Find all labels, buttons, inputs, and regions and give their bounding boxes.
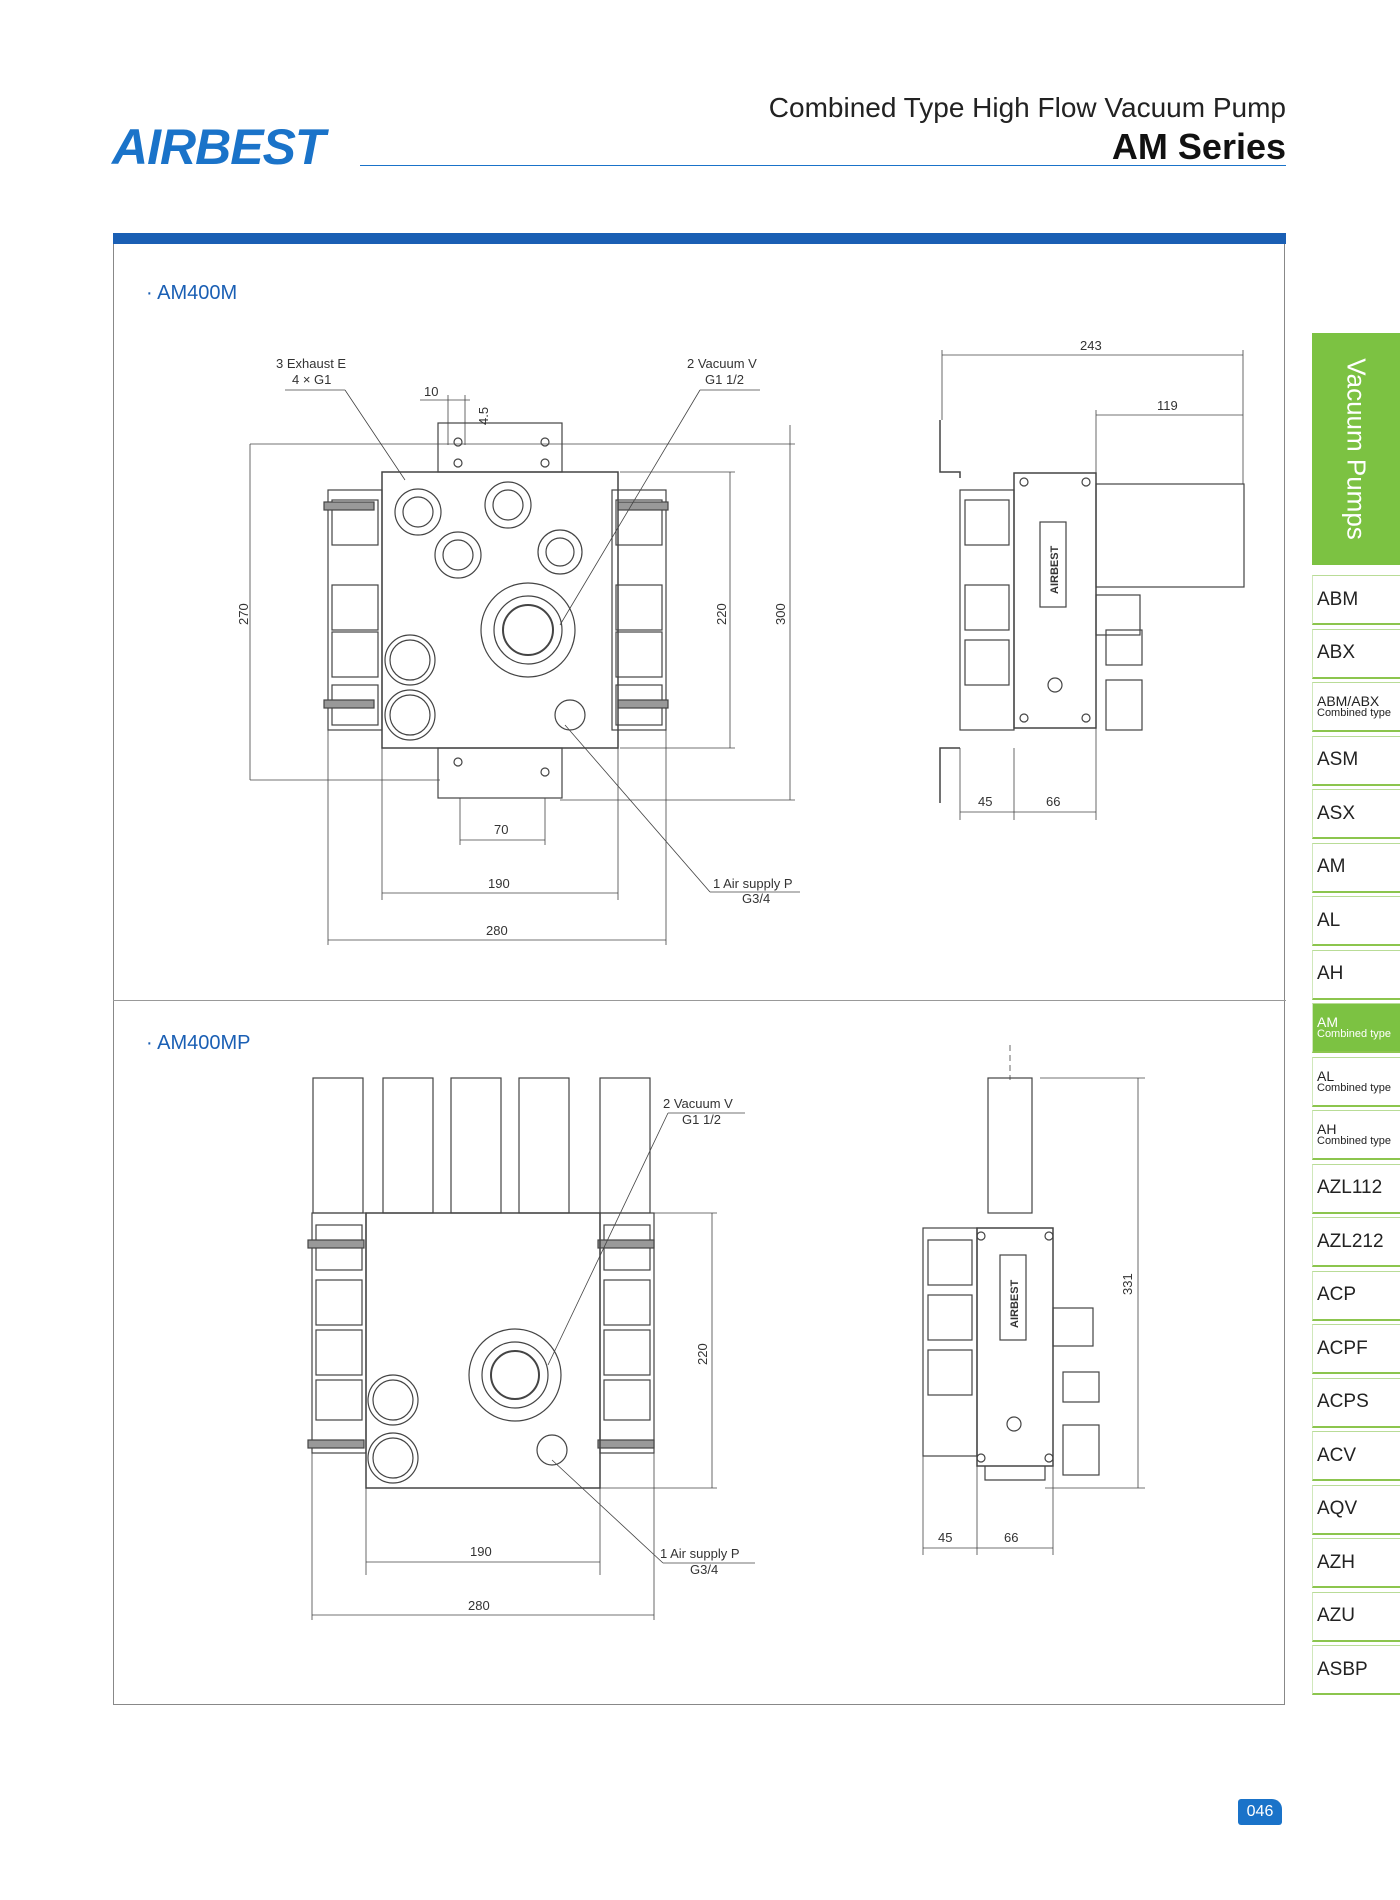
am400mp-side-view (922, 1045, 1145, 1555)
sidebar-item-azu[interactable]: AZU (1312, 1591, 1400, 1642)
dim-4-5: 4.5 (476, 407, 491, 425)
mp-label-vacuum-port: G1 1/2 (682, 1112, 721, 1127)
dim-300: 300 (773, 603, 788, 625)
sidebar-item-label: ABX (1317, 642, 1356, 663)
label-vacuum-port: G1 1/2 (705, 372, 744, 387)
mp-label-vacuum: 2 Vacuum V (663, 1096, 733, 1111)
sidebar-item-asbp[interactable]: ASBP (1312, 1645, 1400, 1695)
sidebar-item-acp[interactable]: ACP (1312, 1270, 1400, 1321)
sidebar-item-label: AZH (1317, 1551, 1355, 1573)
page-number: 046 (1238, 1799, 1282, 1825)
sidebar-item-label: AM (1317, 1014, 1338, 1030)
label-air-supply: 1 Air supply P (713, 876, 793, 891)
mp-dim-190: 190 (470, 1544, 492, 1559)
sidebar-item-label: AL (1317, 909, 1341, 931)
sidebar-item-azh[interactable]: AZH (1312, 1538, 1400, 1588)
mp-label-air-port: G3/4 (690, 1562, 718, 1577)
dim-190: 190 (488, 876, 510, 891)
sidebar-item-aqv[interactable]: AQV (1312, 1484, 1400, 1535)
section-title-am400mp: · AM400MP (146, 1032, 251, 1054)
category-tab-label: Vacuum Pumps (1341, 358, 1372, 540)
mp-dim-45: 45 (938, 1530, 952, 1545)
dim-119: 119 (1157, 398, 1178, 413)
label-air-port: G3/4 (742, 891, 770, 906)
sidebar-item-sublabel: Combined type (1317, 1135, 1391, 1147)
label-exhaust-port: 4 × G1 (292, 372, 331, 387)
side-brand-mark: AIRBEST (1049, 545, 1061, 594)
am400m-front-dim-labels: 3 Exhaust E 4 × G1 2 Vacuum V G1 1/2 1 A… (236, 356, 793, 938)
sidebar-item-azl112[interactable]: AZL112 (1312, 1163, 1400, 1214)
sidebar-item-acps[interactable]: ACPS (1312, 1377, 1400, 1428)
sidebar-item-am[interactable]: AM (1312, 842, 1400, 893)
sidebar-item-label: AZU (1317, 1605, 1355, 1626)
sidebar-item-azl212[interactable]: AZL212 (1312, 1217, 1400, 1267)
dim-66: 66 (1046, 794, 1060, 809)
mp-dim-220: 220 (695, 1343, 710, 1365)
category-tab-vacuum-pumps[interactable]: Vacuum Pumps (1312, 333, 1400, 565)
panel-divider (113, 1000, 1286, 1001)
airbest-logo: AIRBEST (112, 119, 325, 175)
sidebar-item-label: AQV (1317, 1498, 1358, 1519)
mp-dim-66: 66 (1004, 1530, 1018, 1545)
sidebar-item-label: AH (1317, 963, 1344, 984)
sidebar-item-label: ASX (1317, 802, 1356, 824)
header-subtitle: Combined Type High Flow Vacuum Pump (768, 92, 1286, 123)
sidebar-item-label: ASM (1317, 749, 1359, 770)
sidebar-item-sublabel: Combined type (1317, 707, 1391, 719)
sidebar-item-abm[interactable]: ABM (1312, 575, 1400, 625)
mp-dim-280: 280 (468, 1598, 490, 1613)
sidebar-item-acpf[interactable]: ACPF (1312, 1324, 1400, 1374)
sidebar-item-al[interactable]: AL (1312, 896, 1400, 946)
header-rule (360, 165, 1286, 166)
am400mp-front-view (307, 1077, 755, 1620)
dim-280: 280 (486, 923, 508, 938)
am400m-side-view (939, 350, 1245, 820)
mp-dim-331: 331 (1120, 1273, 1135, 1295)
sidebar-item-label: AH (1317, 1121, 1337, 1137)
sidebar-item-sublabel: Combined type (1317, 1028, 1391, 1040)
sidebar-item-label: ACPS (1317, 1391, 1369, 1412)
sidebar-item-label: ACP (1317, 1284, 1357, 1305)
sidebar-item-label: ACV (1317, 1444, 1357, 1466)
dim-45: 45 (978, 794, 992, 809)
dim-70: 70 (494, 822, 508, 837)
sidebar-item-abx[interactable]: ABX (1312, 628, 1400, 679)
sidebar-item-label: ABM/ABX (1317, 693, 1380, 709)
dim-220: 220 (714, 603, 729, 625)
sidebar-item-label: AZL212 (1317, 1230, 1384, 1252)
sidebar-item-sublabel: Combined type (1317, 1081, 1391, 1094)
am400m-front-view (249, 389, 800, 945)
dim-10: 10 (424, 384, 438, 399)
sidebar-item-label: AM (1317, 856, 1346, 877)
panel-top-bar (113, 233, 1286, 244)
header-title: AM Series (1111, 126, 1286, 167)
sidebar-item-label: ABM (1317, 588, 1359, 610)
sidebar-item-asm[interactable]: ASM (1312, 735, 1400, 786)
am400mp-front-dim-labels: 2 Vacuum V G1 1/2 1 Air supply P G3/4 22… (468, 1096, 740, 1613)
label-vacuum: 2 Vacuum V (687, 356, 757, 371)
sidebar-item-ah[interactable]: AH (1312, 949, 1400, 1000)
sidebar-item-label: AL (1317, 1067, 1335, 1084)
am400m-side-dim-labels: 243 119 45 66 AIRBEST (978, 338, 1178, 809)
sidebar-item-label: ASBP (1317, 1658, 1368, 1680)
am400mp-side-dim-labels: 331 45 66 AIRBEST (938, 1273, 1135, 1545)
sidebar-item-asx[interactable]: ASX (1312, 789, 1400, 839)
dim-270: 270 (236, 603, 251, 625)
technical-drawings: 3 Exhaust E 4 × G1 2 Vacuum V G1 1/2 1 A… (236, 338, 1245, 1620)
dim-243: 243 (1080, 338, 1102, 353)
mp-side-brand-mark: AIRBEST (1009, 1279, 1021, 1328)
sidebar-item-acv[interactable]: ACV (1312, 1431, 1400, 1481)
label-exhaust: 3 Exhaust E (276, 356, 346, 371)
sidebar-item-label: AZL112 (1317, 1177, 1383, 1198)
sidebar-item-label: ACPF (1317, 1337, 1368, 1359)
mp-label-air-supply: 1 Air supply P (660, 1546, 740, 1561)
section-title-am400m: · AM400M (146, 282, 238, 304)
